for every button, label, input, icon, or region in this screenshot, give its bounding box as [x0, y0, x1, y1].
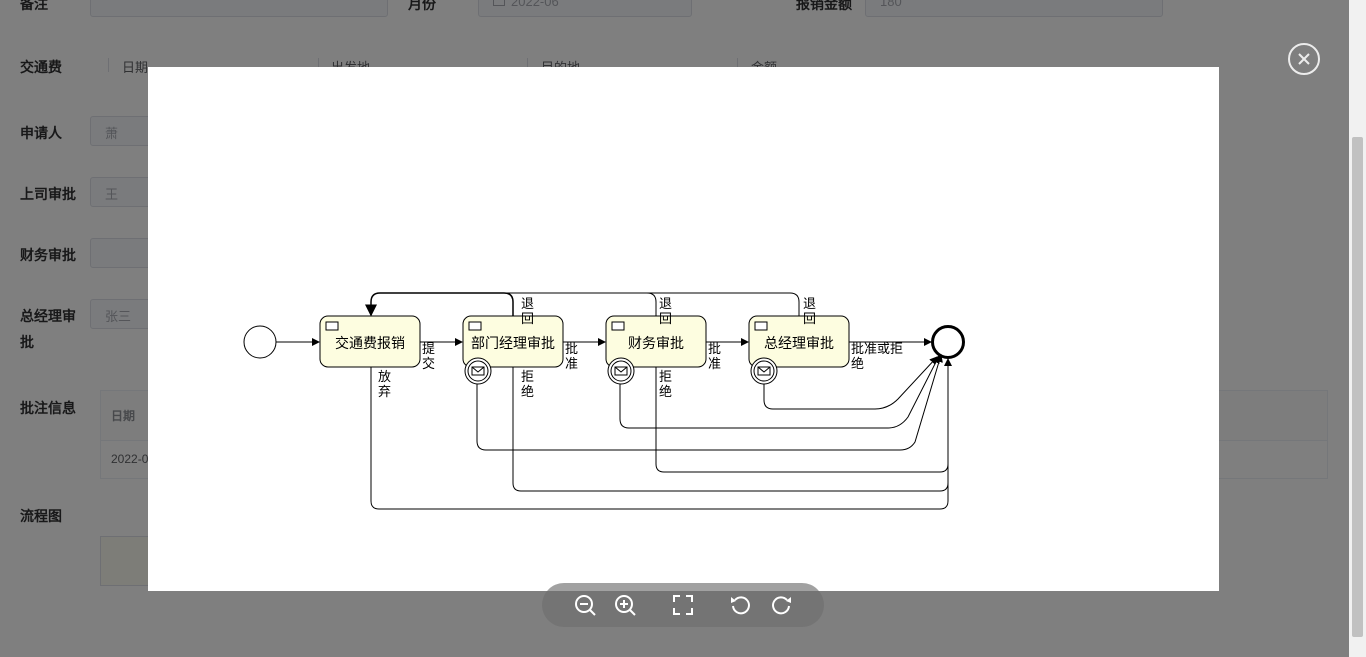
task-3: 财务审批	[605, 315, 707, 368]
label-approve2-1: 批	[708, 342, 721, 357]
rotate-right-icon[interactable]	[768, 592, 794, 618]
label-back1-1: 退	[521, 297, 534, 312]
end-event	[931, 325, 965, 359]
start-event	[243, 325, 277, 359]
user-task-icon	[611, 321, 625, 331]
task-label: 财务审批	[628, 336, 684, 352]
fullscreen-icon[interactable]	[670, 592, 696, 618]
label-approve2-2: 准	[708, 357, 721, 372]
label-reject2-1: 拒	[659, 370, 672, 385]
label-back3-2: 回	[803, 312, 816, 327]
flow-back2	[380, 292, 657, 316]
flow-message1	[476, 354, 943, 451]
label-back2-2: 回	[659, 312, 672, 327]
zoom-out-icon[interactable]	[572, 592, 598, 618]
task-label: 总经理审批	[764, 336, 834, 352]
label-reject1-1: 拒	[521, 370, 534, 385]
flow-message2	[619, 355, 940, 429]
label-reject2-2: 绝	[659, 384, 672, 400]
envelope-icon	[471, 366, 485, 376]
label-back1-2: 回	[521, 312, 534, 327]
flow-message3	[763, 356, 938, 410]
bpmn-diagram: 交通费报销 部门经理审批 财务审批 总经理审批 提 交 放 弃 退 回 退 回 退 回…	[243, 292, 965, 510]
task-label: 部门经理审批	[471, 336, 555, 352]
flow-diagram-image[interactable]: 交通费报销 部门经理审批 财务审批 总经理审批 提 交 放 弃 退 回 退 回 退 回…	[148, 67, 1219, 591]
flow-reject2	[655, 359, 949, 473]
label-final-2: 绝	[851, 356, 864, 372]
page-scrollbar[interactable]	[1349, 0, 1366, 657]
user-task-icon	[325, 321, 339, 331]
task-1: 交通费报销	[319, 315, 421, 368]
label-submit-1: 提	[422, 341, 435, 357]
task-label: 交通费报销	[335, 335, 405, 352]
flow-back3	[647, 292, 800, 316]
zoom-in-icon[interactable]	[612, 592, 638, 618]
label-final-1: 批准或拒	[851, 342, 903, 357]
user-task-icon	[468, 321, 482, 331]
label-approve1-2: 准	[565, 357, 578, 372]
close-button[interactable]	[1288, 43, 1320, 75]
label-reject1-2: 绝	[521, 384, 534, 400]
viewer-toolbar	[542, 583, 824, 627]
scrollbar-thumb[interactable]	[1352, 137, 1363, 637]
label-back3-1: 退	[803, 297, 816, 312]
user-task-icon	[754, 321, 768, 331]
envelope-icon	[757, 366, 771, 376]
task-2: 部门经理审批	[462, 315, 564, 368]
label-back2-1: 退	[659, 297, 672, 312]
task-4: 总经理审批	[748, 315, 850, 368]
flow-reject1	[512, 359, 949, 492]
envelope-icon	[614, 366, 628, 376]
label-abandon-2: 弃	[378, 385, 391, 400]
label-approve1-1: 批	[565, 342, 578, 357]
label-abandon-1: 放	[378, 370, 391, 385]
close-icon	[1298, 53, 1310, 65]
flow-abandon	[370, 358, 952, 510]
label-submit-2: 交	[422, 356, 435, 372]
rotate-left-icon[interactable]	[728, 592, 754, 618]
flow-back1	[365, 292, 514, 317]
